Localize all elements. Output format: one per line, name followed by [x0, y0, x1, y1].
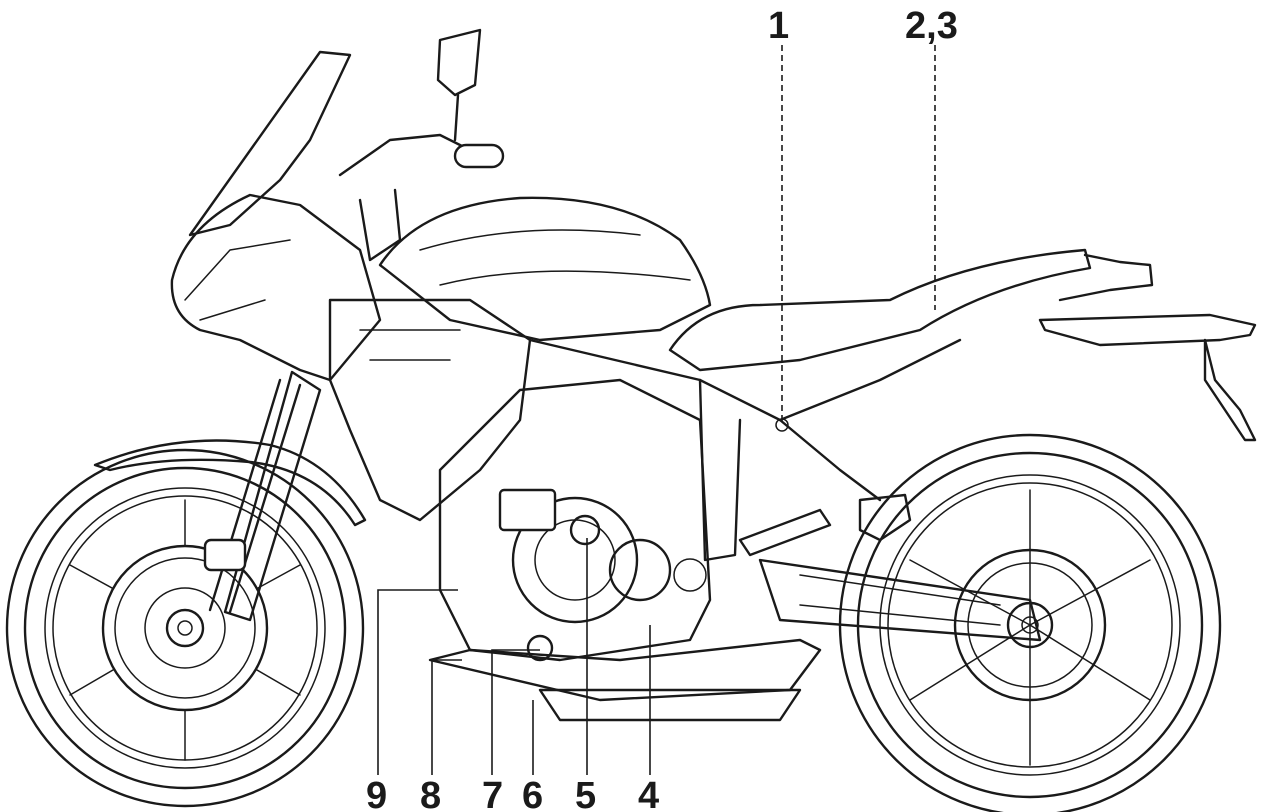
callout-labels: 1 2,3 9 8 7 6 5 4 — [366, 5, 958, 812]
front-fork — [203, 370, 322, 622]
muffler-guard — [538, 688, 802, 722]
frame — [528, 338, 962, 562]
callout-4: 4 — [638, 775, 659, 812]
tail-section — [1038, 253, 1257, 442]
callout-1: 1 — [768, 5, 789, 47]
footrest — [738, 493, 912, 557]
side-panel — [328, 298, 532, 522]
leader-9 — [377, 589, 458, 775]
handlebar — [338, 133, 505, 262]
windscreen — [188, 50, 352, 237]
callout-7: 7 — [482, 775, 503, 812]
mirror — [436, 28, 482, 142]
fuel-tank — [378, 196, 712, 342]
rear-wheel — [838, 433, 1222, 812]
exhaust — [428, 638, 822, 702]
brake-disc — [101, 544, 269, 712]
seat — [668, 248, 1092, 372]
leader-lines — [377, 45, 936, 775]
callout-6: 6 — [522, 775, 543, 812]
callout-5: 5 — [575, 775, 596, 812]
swingarm — [758, 558, 1042, 642]
callout-2-3: 2,3 — [905, 5, 958, 47]
callout-8: 8 — [420, 775, 441, 812]
leader-8 — [431, 659, 462, 775]
callout-9: 9 — [366, 775, 387, 812]
front-fender — [93, 439, 367, 527]
front-wheel — [5, 448, 365, 808]
leader-7 — [491, 649, 540, 775]
engine — [438, 378, 712, 662]
front-fairing — [170, 193, 382, 382]
